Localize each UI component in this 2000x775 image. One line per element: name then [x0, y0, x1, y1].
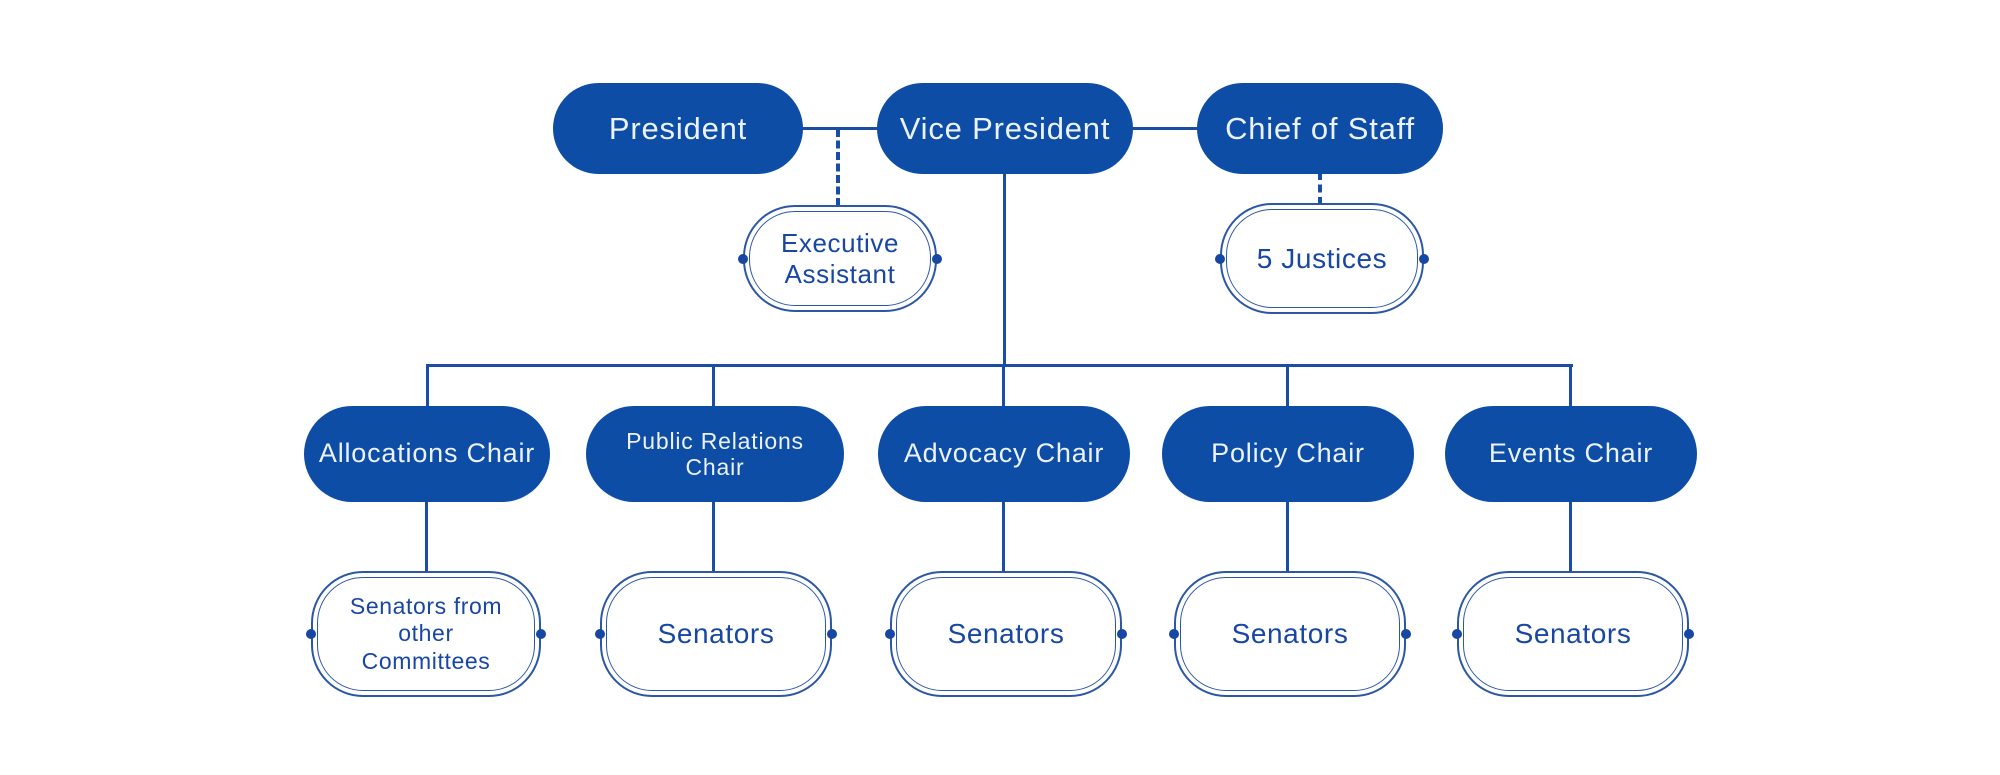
- node-senators-events-inner-border: Senators: [1463, 577, 1683, 691]
- right-dot-decoration: [932, 253, 942, 264]
- dashed-connector-justices: [1318, 172, 1322, 205]
- dashed-connector-executive-assistant: [836, 129, 840, 206]
- node-senators-public-relations[interactable]: Senators: [595, 571, 837, 697]
- node-policy-chair[interactable]: Policy Chair: [1162, 406, 1414, 502]
- left-dot-decoration: [1169, 629, 1179, 639]
- connector-allocations-senators: [425, 499, 428, 573]
- node-policy-chair-label: Policy Chair: [1211, 438, 1365, 469]
- node-senators-events[interactable]: Senators: [1452, 571, 1694, 697]
- node-senators-pr-label: Senators: [657, 618, 775, 650]
- node-vice-president-label: Vice President: [899, 110, 1111, 146]
- connector-advocacy-senators: [1002, 499, 1005, 573]
- node-5-justices-label: 5 Justices: [1256, 242, 1388, 274]
- node-events-chair[interactable]: Events Chair: [1445, 406, 1697, 502]
- node-executive-assistant[interactable]: Executive Assistant: [738, 205, 942, 312]
- right-dot-decoration: [1117, 629, 1127, 639]
- node-senators-policy[interactable]: Senators: [1169, 571, 1411, 697]
- left-dot-decoration: [1215, 253, 1225, 264]
- left-dot-decoration: [1452, 629, 1462, 639]
- node-senators-policy-inner-border: Senators: [1180, 577, 1400, 691]
- connector-drop-public-relations: [712, 365, 715, 408]
- connector-policy-senators: [1286, 499, 1289, 573]
- connector-distribution-bar: [426, 364, 1573, 367]
- node-executive-assistant-inner-border: Executive Assistant: [749, 211, 931, 306]
- right-dot-decoration: [1419, 253, 1429, 264]
- node-executive-assistant-label: Executive Assistant: [780, 227, 900, 289]
- node-senators-advocacy-inner-border: Senators: [896, 577, 1116, 691]
- node-chief-of-staff-label: Chief of Staff: [1225, 110, 1415, 146]
- node-5-justices-inner-border: 5 Justices: [1226, 209, 1418, 308]
- left-dot-decoration: [306, 629, 316, 639]
- connector-vp-chief-of-staff: [1131, 127, 1199, 130]
- node-allocations-chair[interactable]: Allocations Chair: [304, 406, 550, 502]
- connector-vp-trunk: [1003, 172, 1006, 366]
- node-senators-advocacy[interactable]: Senators: [885, 571, 1127, 697]
- node-senators-allocations-inner-border: Senators from other Committees: [317, 577, 535, 691]
- node-senators-policy-label: Senators: [1231, 618, 1349, 650]
- right-dot-decoration: [827, 629, 837, 639]
- node-public-relations-chair-label: Public Relations Chair: [626, 427, 804, 480]
- right-dot-decoration: [1401, 629, 1411, 639]
- node-senators-events-label: Senators: [1514, 618, 1632, 650]
- node-advocacy-chair-label: Advocacy Chair: [903, 438, 1105, 469]
- connector-events-senators: [1569, 499, 1572, 573]
- connector-pr-senators: [712, 499, 715, 573]
- node-president-label: President: [608, 110, 748, 146]
- left-dot-decoration: [738, 253, 748, 264]
- right-dot-decoration: [1684, 629, 1694, 639]
- connector-drop-events: [1569, 365, 1572, 408]
- node-senators-pr-inner-border: Senators: [606, 577, 826, 691]
- connector-president-vp: [801, 127, 879, 130]
- node-events-chair-label: Events Chair: [1488, 438, 1654, 469]
- left-dot-decoration: [595, 629, 605, 639]
- connector-drop-policy: [1286, 365, 1289, 408]
- node-5-justices[interactable]: 5 Justices: [1215, 203, 1429, 314]
- node-chief-of-staff[interactable]: Chief of Staff: [1197, 83, 1443, 174]
- node-senators-advocacy-label: Senators: [947, 618, 1065, 650]
- node-public-relations-chair[interactable]: Public Relations Chair: [586, 406, 844, 502]
- right-dot-decoration: [536, 629, 546, 639]
- node-vice-president[interactable]: Vice President: [877, 83, 1133, 174]
- left-dot-decoration: [885, 629, 895, 639]
- connector-drop-allocations: [426, 365, 429, 408]
- node-senators-from-other-committees[interactable]: Senators from other Committees: [306, 571, 546, 697]
- node-allocations-chair-label: Allocations Chair: [318, 438, 536, 469]
- connector-drop-advocacy: [1002, 365, 1005, 408]
- node-senators-allocations-label: Senators from other Committees: [349, 593, 503, 674]
- node-advocacy-chair[interactable]: Advocacy Chair: [878, 406, 1130, 502]
- node-president[interactable]: President: [553, 83, 803, 174]
